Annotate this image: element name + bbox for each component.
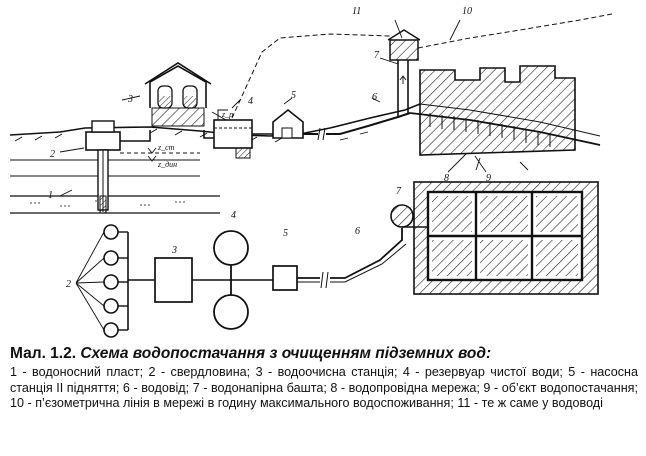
label-plan-3: 3 (171, 245, 177, 256)
label-2: 2 (50, 149, 55, 160)
figure-caption: Мал. 1.2. Схема водопостачання з очищенн… (10, 344, 638, 412)
well-group-plan (75, 224, 129, 338)
supplied-object-buildings (419, 65, 576, 156)
label-zst: z_ст (157, 143, 175, 152)
pumping-station (252, 108, 304, 139)
water-supply-scheme-diagram: 11 10 3 4 z_p 5 6 7 2 z_ст z_дин 1 8 9 2… (9, 6, 613, 338)
water-tower-plan (390, 204, 414, 228)
clean-water-reservoir (213, 109, 253, 159)
piezometric-line-conduit (231, 33, 391, 119)
ground-surface-line (9, 103, 421, 137)
label-5: 5 (291, 90, 296, 101)
label-4: 4 (248, 96, 253, 107)
label-11: 11 (352, 6, 361, 17)
label-zp: z_p (221, 110, 233, 119)
distribution-network-profile (409, 103, 601, 147)
label-zdyn: z_дин (157, 160, 177, 169)
label-1: 1 (48, 190, 53, 201)
well (85, 120, 121, 214)
label-plan-7: 7 (396, 186, 402, 197)
label-6: 6 (372, 92, 377, 103)
caption-title-prefix: Мал. 1.2. (10, 345, 77, 362)
water-level-marks (120, 147, 200, 162)
caption-title-text: Схема водопостачання з очищенням підземн… (80, 345, 492, 362)
aquifer-layer (10, 195, 220, 214)
label-9: 9 (486, 173, 491, 184)
treatment-station-plan (154, 257, 193, 303)
conduit-pipe (303, 112, 411, 141)
label-plan-4: 4 (231, 210, 236, 221)
clean-water-reservoirs-plan (213, 230, 273, 330)
caption-title: Мал. 1.2. Схема водопостачання з очищенн… (10, 344, 638, 363)
label-plan-6: 6 (355, 226, 360, 237)
plan-view (75, 181, 599, 338)
profile-view (9, 13, 613, 214)
label-10: 10 (462, 6, 472, 17)
pumping-station-plan (272, 265, 298, 291)
label-plan-2: 2 (66, 279, 71, 290)
piezometric-line-network (417, 13, 613, 49)
caption-legend: 1 - водоносний пласт; 2 - свердловина; 3… (10, 365, 638, 410)
label-3: 3 (127, 94, 133, 105)
treatment-station (144, 62, 212, 127)
label-plan-5: 5 (283, 228, 288, 239)
water-tower (387, 29, 421, 118)
diagram-labels: 11 10 3 4 z_p 5 6 7 2 z_ст z_дин 1 8 9 2… (48, 6, 491, 290)
raw-water-pipe (120, 130, 216, 142)
conduit-plan (297, 228, 407, 289)
label-7: 7 (374, 50, 380, 61)
distribution-network-plan (413, 181, 599, 295)
label-leader-lines (59, 19, 529, 197)
label-8: 8 (444, 173, 449, 184)
